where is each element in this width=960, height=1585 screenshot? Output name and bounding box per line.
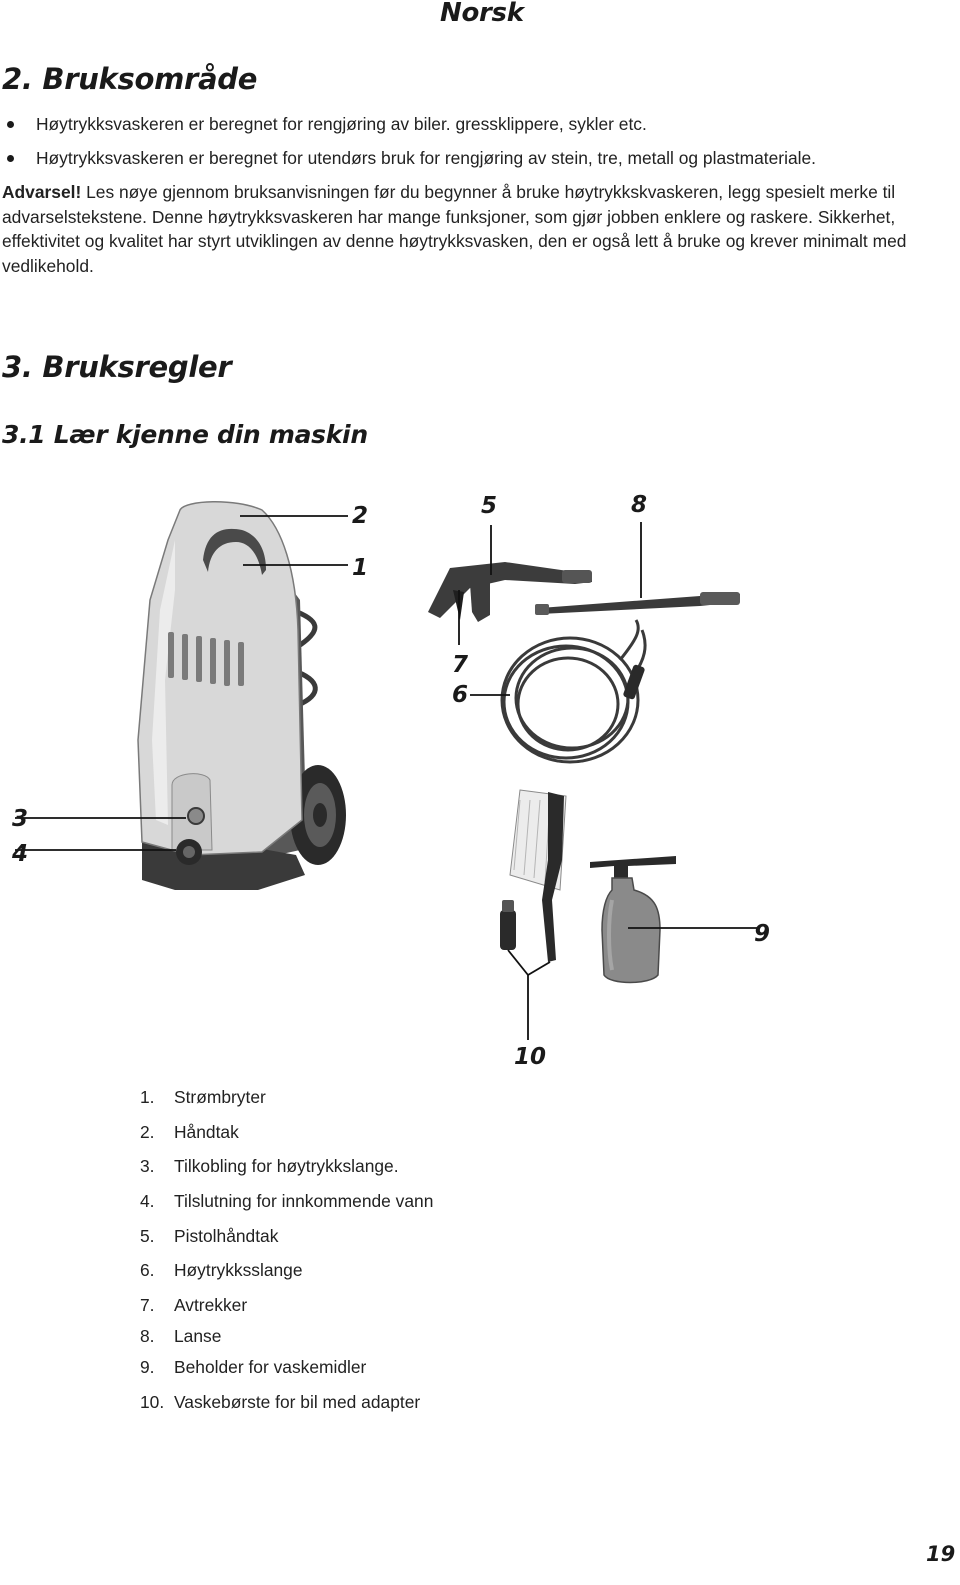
callout-4: 4 — [12, 841, 29, 867]
bullet-item: Høytrykksvaskeren er beregnet for rengjø… — [6, 112, 946, 137]
parts-list-item: 6.Høytrykksslange — [140, 1260, 303, 1281]
parts-list-item: 9.Beholder for vaskemidler — [140, 1357, 367, 1378]
callout-5: 5 — [481, 493, 498, 519]
callout-7: 7 — [452, 652, 469, 678]
parts-list-item: 2.Håndtak — [140, 1121, 239, 1142]
callout-1: 1 — [352, 555, 369, 581]
warning-label: Advarsel! — [2, 182, 82, 202]
parts-list-item: 4.Tilslutning for innkommende vann — [140, 1191, 434, 1212]
parts-list-item: 10.Vaskebørste for bil med adapter — [140, 1391, 421, 1412]
callout-6: 6 — [452, 682, 469, 708]
parts-list-item: 7.Avtrekker — [140, 1295, 248, 1316]
language-header: Norsk — [440, 0, 524, 28]
leader-lines — [15, 515, 760, 1040]
parts-list-item: 1.Strømbryter — [140, 1087, 266, 1107]
callout-9: 9 — [754, 921, 771, 947]
page-number: 19 — [926, 1542, 956, 1566]
car-brush — [500, 789, 567, 962]
parts-list: 1.Strømbryter 2.Håndtak 3.Tilkobling for… — [140, 1087, 433, 1427]
pressure-washer-unit — [137, 501, 346, 890]
callout-10: 10 — [514, 1044, 547, 1070]
callout-2: 2 — [352, 503, 369, 529]
warning-paragraph: Advarsel! Les nøye gjennom bruksanvisnin… — [2, 180, 947, 278]
subsection-title: 3.1 Lær kjenne din maskin — [2, 420, 368, 449]
parts-list-item: 8.Lanse — [140, 1326, 222, 1347]
spray-gun — [428, 562, 592, 622]
usage-bullet-list: Høytrykksvaskeren er beregnet for rengjø… — [6, 112, 946, 180]
callout-3: 3 — [12, 806, 29, 832]
parts-list-item: 3.Tilkobling for høytrykkslange. — [140, 1156, 399, 1177]
product-illustration — [15, 501, 760, 1040]
lance — [535, 592, 740, 615]
parts-list-item: 5.Pistolhåndtak — [140, 1225, 279, 1246]
detergent-bottle — [590, 856, 676, 984]
section-title-rules: 3. Bruksregler — [2, 350, 232, 384]
callout-8: 8 — [631, 492, 648, 518]
section-title-usage: 2. Bruksområde — [2, 62, 258, 96]
hose-coil — [500, 619, 647, 764]
bullet-item: Høytrykksvaskeren er beregnet for utendø… — [6, 146, 946, 171]
warning-text: Les nøye gjennom bruksanvisningen før du… — [2, 182, 907, 276]
